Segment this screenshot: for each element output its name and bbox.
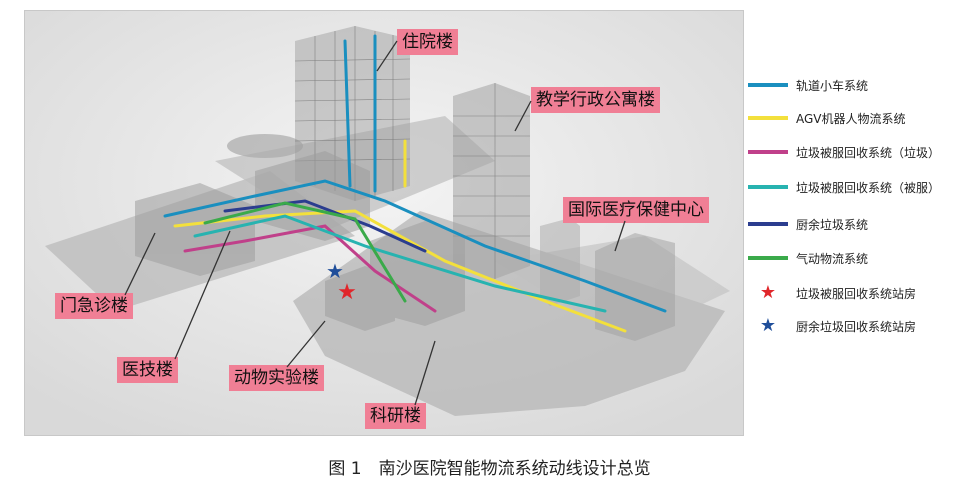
- legend-item: ★ 厨余垃圾回收系统站房: [742, 316, 916, 336]
- legend-line-swatch: [748, 116, 788, 120]
- legend-label: 气动物流系统: [796, 251, 869, 266]
- legend-star-icon: ★: [759, 282, 777, 303]
- label-teaching: 教学行政公寓楼: [531, 87, 660, 113]
- legend-label: 垃圾被服回收系统站房: [796, 286, 917, 301]
- legend-item: 气动物流系统: [742, 248, 868, 268]
- campus-3d-scene: ★ ★ 住院楼 教学行政公寓楼 国际医疗保健中心 门急诊楼 医技楼 动物实验楼 …: [24, 10, 744, 436]
- label-animal: 动物实验楼: [229, 365, 324, 391]
- legend-star-icon: ★: [759, 315, 777, 336]
- figure-caption: 图 1 南沙医院智能物流系统动线设计总览: [328, 459, 651, 479]
- legend-line-swatch: [748, 222, 788, 226]
- legend-line-swatch: [748, 185, 788, 189]
- legend-item: ★ 垃圾被服回收系统站房: [742, 283, 916, 303]
- label-medtech: 医技楼: [117, 357, 178, 383]
- legend-label: 垃圾被服回收系统（被服）: [796, 180, 941, 195]
- roof-disc: [227, 134, 303, 158]
- legend-item: 垃圾被服回收系统（被服）: [742, 177, 940, 197]
- legend-line-swatch: [748, 150, 788, 154]
- legend-line-swatch: [748, 83, 788, 87]
- label-international: 国际医疗保健中心: [563, 197, 709, 223]
- waste-linen-station-star-icon: ★: [337, 280, 357, 305]
- legend-item: 厨余垃圾系统: [742, 214, 868, 234]
- legend-label: AGV机器人物流系统: [796, 111, 906, 126]
- legend-item: AGV机器人物流系统: [742, 108, 906, 128]
- kitchen-waste-station-star-icon: ★: [326, 259, 344, 283]
- label-outpatient: 门急诊楼: [55, 293, 133, 319]
- label-research: 科研楼: [365, 403, 426, 429]
- legend-item: 垃圾被服回收系统（垃圾）: [742, 142, 940, 162]
- label-inpatient: 住院楼: [397, 29, 458, 55]
- legend-label: 垃圾被服回收系统（垃圾）: [796, 145, 941, 160]
- international-towers: [540, 218, 675, 341]
- legend-line-swatch: [748, 256, 788, 260]
- legend-label: 厨余垃圾系统: [796, 217, 869, 232]
- legend-label: 厨余垃圾回收系统站房: [796, 319, 917, 334]
- legend-label: 轨道小车系统: [796, 78, 869, 93]
- legend-item: 轨道小车系统: [742, 75, 868, 95]
